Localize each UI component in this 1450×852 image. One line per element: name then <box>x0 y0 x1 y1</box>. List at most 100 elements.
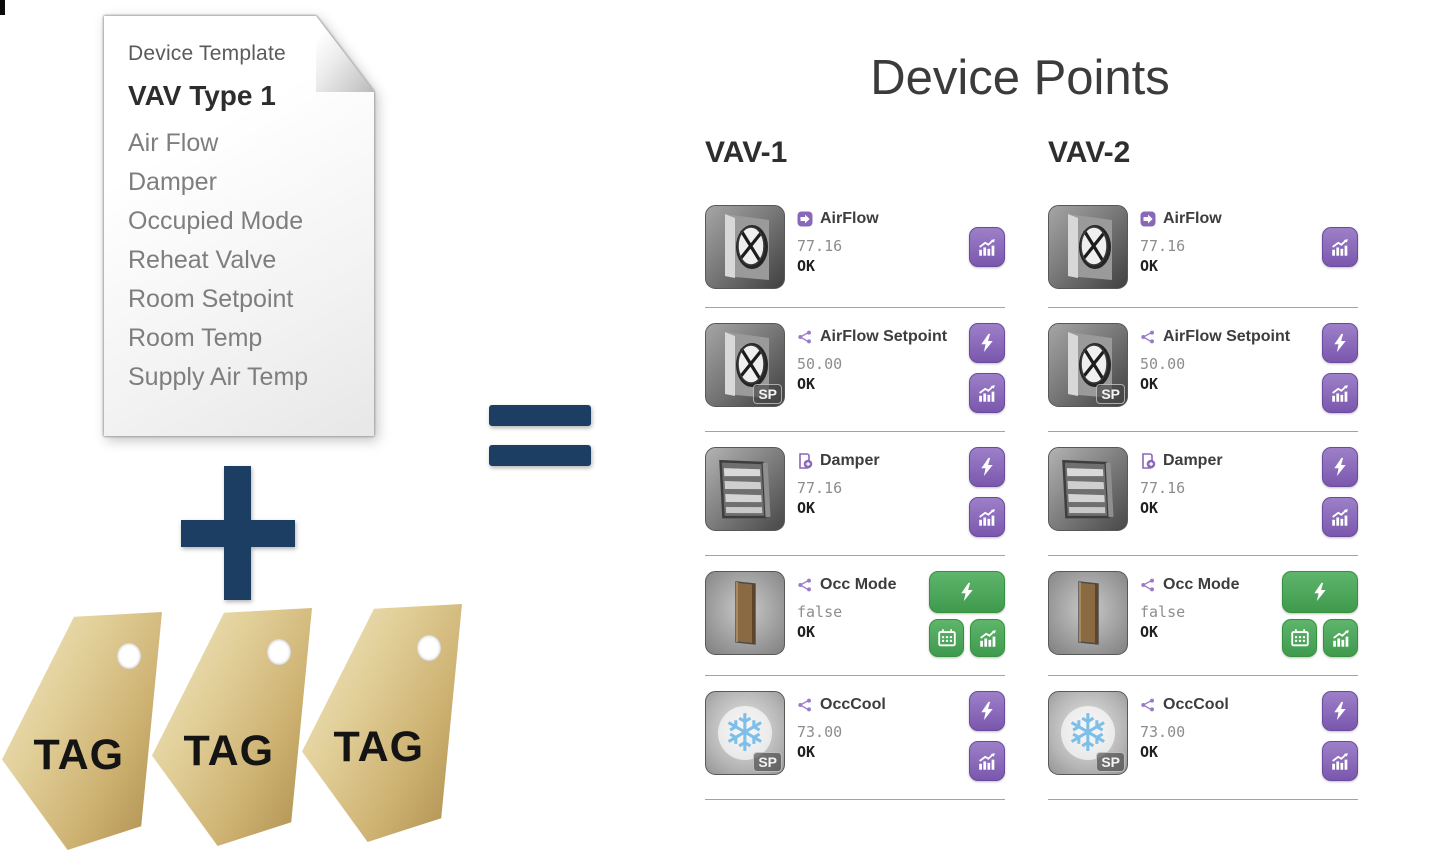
tag-label: TAG <box>33 731 125 779</box>
point-value: 77.16 <box>797 479 843 497</box>
point-input-icon <box>1140 211 1156 227</box>
point-name: Damper <box>1163 452 1223 469</box>
point-value: 73.00 <box>1140 723 1186 741</box>
template-title: VAV Type 1 <box>128 80 276 111</box>
point-status: OK <box>797 623 816 641</box>
template-point-item: Room Setpoint <box>128 285 294 313</box>
point-actions <box>1282 205 1358 289</box>
trend-chart-button[interactable] <box>1322 227 1358 267</box>
template-point-item: Room Temp <box>128 324 263 352</box>
trend-chart-button[interactable] <box>969 741 1005 781</box>
trend-chart-icon <box>976 382 998 404</box>
template-point-item: Damper <box>128 168 217 196</box>
point-output-icon <box>797 453 813 469</box>
trend-chart-button[interactable] <box>970 619 1005 657</box>
command-bolt-button[interactable] <box>1322 691 1358 731</box>
command-bolt-button[interactable] <box>1322 447 1358 487</box>
point-name: AirFlow <box>1163 210 1222 227</box>
round-damper-photo: SP <box>1048 323 1128 407</box>
trend-chart-icon <box>976 506 998 528</box>
point-name: OccCool <box>1163 696 1229 713</box>
trend-chart-button[interactable] <box>1322 741 1358 781</box>
trend-chart-button[interactable] <box>969 373 1005 413</box>
trend-chart-icon <box>976 750 998 772</box>
point-status: OK <box>1140 743 1159 761</box>
share-icon <box>1140 697 1156 713</box>
schedule-calendar-button[interactable] <box>1282 619 1317 657</box>
device-name-heading: VAV-2 <box>1048 136 1131 169</box>
trend-chart-button[interactable] <box>969 497 1005 537</box>
louver-damper-photo <box>705 447 785 531</box>
plus-icon <box>181 466 295 600</box>
share-icon <box>797 577 813 593</box>
point-status: OK <box>797 743 816 761</box>
point-actions <box>929 691 1005 781</box>
setpoint-badge: SP <box>1096 384 1125 404</box>
point-status: OK <box>797 499 816 517</box>
template-kicker: Device Template <box>128 42 286 65</box>
point-name: Damper <box>820 452 880 469</box>
page-title: Device Points <box>870 51 1170 105</box>
trend-chart-icon <box>976 236 998 258</box>
schedule-calendar-button[interactable] <box>929 619 964 657</box>
command-bolt-icon <box>976 332 998 354</box>
tag-icon: TAG <box>302 604 462 842</box>
equals-top-bar <box>489 405 591 426</box>
trend-chart-button[interactable] <box>1322 373 1358 413</box>
template-point-item: Occupied Mode <box>128 207 304 235</box>
command-bolt-button[interactable] <box>969 447 1005 487</box>
point-name: AirFlow Setpoint <box>1163 328 1291 345</box>
point-status: OK <box>797 375 816 393</box>
command-bolt-button[interactable] <box>1322 323 1358 363</box>
point-name: AirFlow Setpoint <box>820 328 948 345</box>
share-icon <box>797 329 813 345</box>
command-bolt-icon <box>1329 456 1351 478</box>
point-name: AirFlow <box>820 210 879 227</box>
point-status: OK <box>1140 499 1159 517</box>
round-damper-photo <box>705 205 785 289</box>
point-actions <box>1282 447 1358 537</box>
command-bolt-button[interactable] <box>1282 571 1358 613</box>
equals-icon <box>489 405 591 466</box>
trend-chart-button[interactable] <box>1323 619 1358 657</box>
trend-chart-button[interactable] <box>1322 497 1358 537</box>
point-name: Occ Mode <box>1163 576 1240 593</box>
trend-chart-button[interactable] <box>969 227 1005 267</box>
point-actions <box>1282 571 1358 657</box>
schedule-calendar-icon <box>1289 627 1311 649</box>
round-damper-photo <box>1048 205 1128 289</box>
point-value: 77.16 <box>1140 237 1186 255</box>
share-icon <box>1140 577 1156 593</box>
command-bolt-button[interactable] <box>929 571 1005 613</box>
device-name-heading: VAV-1 <box>705 136 788 169</box>
command-bolt-button[interactable] <box>969 691 1005 731</box>
tag-icon: TAG <box>152 608 312 846</box>
point-actions <box>929 447 1005 537</box>
command-bolt-icon <box>976 700 998 722</box>
command-bolt-icon <box>976 456 998 478</box>
command-bolt-icon <box>1329 332 1351 354</box>
share-icon <box>1140 329 1156 345</box>
door-photo <box>705 571 785 655</box>
command-bolt-button[interactable] <box>969 323 1005 363</box>
